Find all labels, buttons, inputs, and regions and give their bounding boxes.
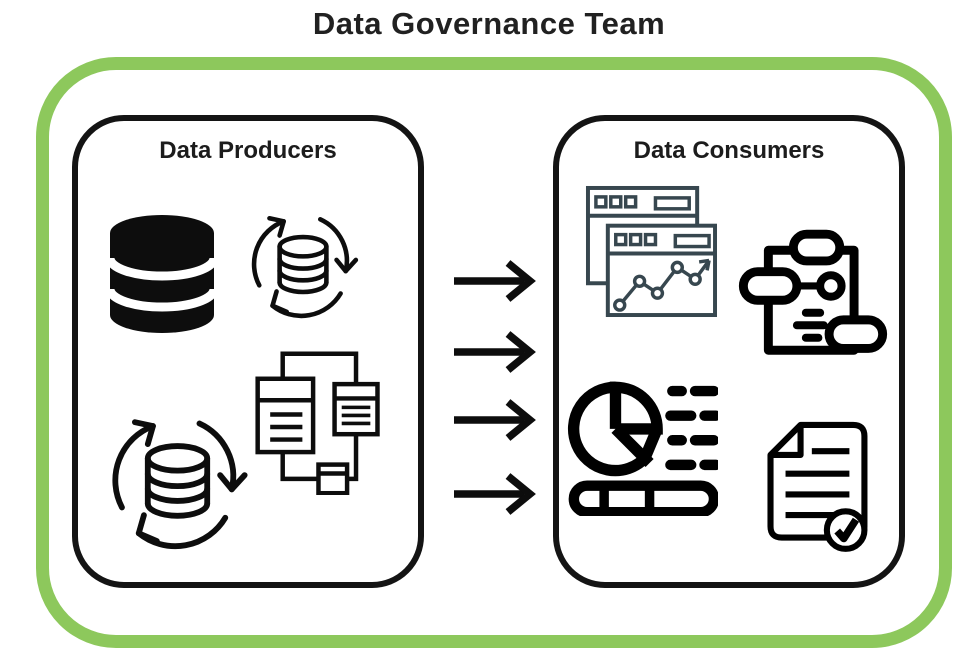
producers-box: Data Producers [72,115,424,588]
flow-arrow-icon [452,473,544,515]
analytics-windows-icon [584,184,718,318]
governance-frame [36,57,952,648]
schema-tables-icon [243,343,385,495]
page-title: Data Governance Team [312,6,666,41]
flow-arrow-icon [452,331,544,373]
pie-report-icon [566,374,718,516]
database-sync-large-icon [100,400,255,558]
clipboard-workflow-icon [738,224,888,364]
database-icon [107,212,217,336]
flow-arrow-icon [452,260,544,302]
document-approved-icon [763,417,871,553]
database-sync-icon [242,202,364,324]
flow-arrow-icon [452,399,544,441]
consumers-label: Data Consumers [633,137,825,164]
producers-label: Data Producers [159,137,337,164]
